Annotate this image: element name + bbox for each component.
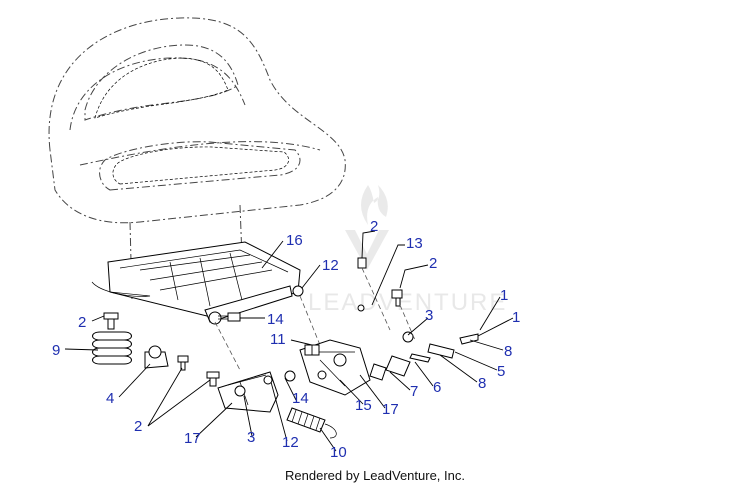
callout-12-lower: 12 xyxy=(282,434,299,451)
callout-7: 7 xyxy=(410,383,418,400)
callout-2-right: 2 xyxy=(429,255,437,272)
bolts-part-2-lower xyxy=(177,355,220,387)
callout-1-lower: 1 xyxy=(512,309,520,326)
callout-14-upper: 14 xyxy=(267,311,284,328)
pivot-assembly-part-15 xyxy=(299,339,371,396)
callout-1-upper: 1 xyxy=(500,287,508,304)
callout-13: 13 xyxy=(406,235,423,252)
callout-8-lower: 8 xyxy=(478,375,486,392)
spring-part-10 xyxy=(286,407,337,439)
callout-12-top: 12 xyxy=(322,257,339,274)
callout-2-left: 2 xyxy=(78,314,86,331)
callout-17-left: 17 xyxy=(184,430,201,447)
callout-labels: 16 12 2 13 2 1 1 8 5 8 6 7 17 15 14 11 3… xyxy=(52,218,520,461)
callout-10: 10 xyxy=(330,444,347,461)
leader-lines xyxy=(64,230,514,452)
callout-2-lower: 2 xyxy=(134,418,142,435)
callout-16: 16 xyxy=(286,232,303,249)
callout-5: 5 xyxy=(497,363,505,380)
callout-6: 6 xyxy=(433,379,441,396)
right-hardware-parts xyxy=(357,257,479,381)
callout-9: 9 xyxy=(52,342,60,359)
callout-8-upper: 8 xyxy=(504,343,512,360)
callout-2-top: 2 xyxy=(370,218,378,235)
watermark-text: LEADVENTURE xyxy=(308,289,507,316)
bolt-part-2-left xyxy=(103,312,119,330)
callout-3-lower: 3 xyxy=(247,429,255,446)
callout-15: 15 xyxy=(355,397,372,414)
bolt-part-14-upper xyxy=(218,312,241,322)
callout-4: 4 xyxy=(106,390,114,407)
lower-bracket-part-17 xyxy=(217,370,296,413)
seat-pan-bracket xyxy=(91,241,321,371)
callout-11: 11 xyxy=(270,331,286,348)
watermark-logo: LEADVENTURE xyxy=(308,185,507,316)
callout-14-lower: 14 xyxy=(292,390,309,407)
callout-17-right: 17 xyxy=(382,401,399,418)
spring-part-9 xyxy=(92,331,132,365)
callout-3-right: 3 xyxy=(425,307,433,324)
credit-text: Rendered by LeadVenture, Inc. xyxy=(285,468,465,483)
knob-part-4 xyxy=(144,345,169,369)
